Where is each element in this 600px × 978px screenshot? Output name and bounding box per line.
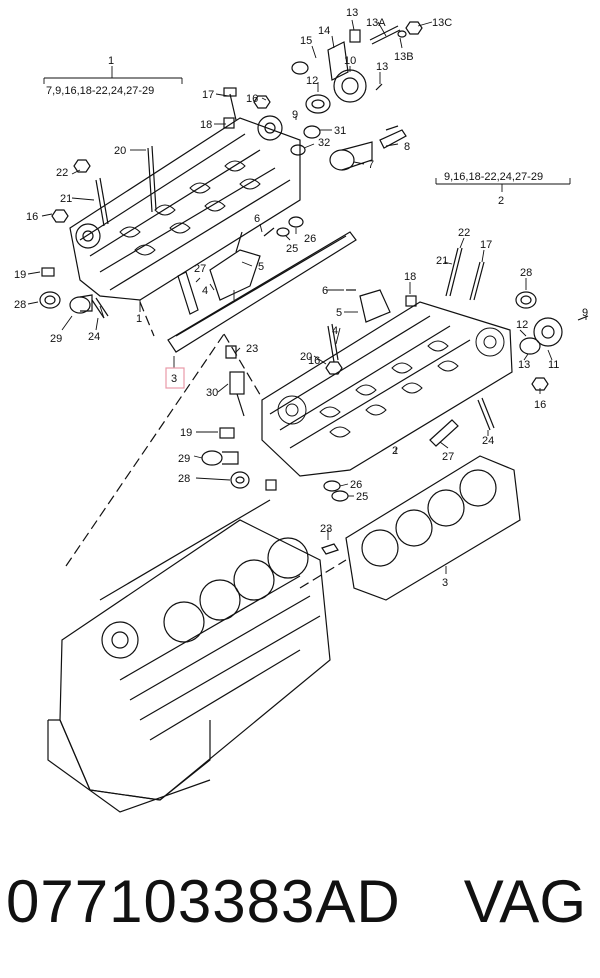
callout-r16b: 16 xyxy=(534,399,546,411)
callout-n22: 22 xyxy=(56,167,68,179)
right-head-gasket xyxy=(345,455,521,601)
callout-n16b: 16 xyxy=(26,211,38,223)
callout-n19: 19 xyxy=(14,269,26,281)
callout-r3: 3 xyxy=(442,577,448,589)
callout-r18: 18 xyxy=(404,271,416,283)
callout-n17: 17 xyxy=(202,89,214,101)
callout-r26: 26 xyxy=(350,479,362,491)
callout-r12: 12 xyxy=(516,319,528,331)
callout-n26: 26 xyxy=(304,233,316,245)
callout-r22: 22 xyxy=(458,227,470,239)
callout-r25: 25 xyxy=(356,491,368,503)
callout-n12: 12 xyxy=(306,75,318,87)
callout-n7: 7 xyxy=(368,159,374,171)
callout-labels: 1 7,9,16,18-22,24,27-29 2 9,16,18-22,24,… xyxy=(14,7,588,589)
callout-n13b: 13B xyxy=(394,51,414,63)
label-2-main: 2 xyxy=(498,195,504,207)
callout-r2: 2 xyxy=(392,445,398,457)
callout-r17: 17 xyxy=(480,239,492,251)
callout-n9: 9 xyxy=(292,109,298,121)
engine-block xyxy=(47,499,331,813)
callout-r6: 6 xyxy=(322,285,328,297)
callout-r19: 19 xyxy=(180,427,192,439)
left-small-parts xyxy=(39,87,304,417)
caption-bar: 077103383AD VAG xyxy=(0,862,600,962)
callout-n27: 27 xyxy=(194,263,206,275)
callout-n25: 25 xyxy=(286,243,298,255)
callout-n13: 13 xyxy=(346,7,358,19)
callout-n15: 15 xyxy=(300,35,312,47)
reference-lines xyxy=(65,301,347,589)
right-cylinder-head xyxy=(261,301,513,477)
callout-n32: 32 xyxy=(318,137,330,149)
callout-r24: 24 xyxy=(482,435,494,447)
callout-n18: 18 xyxy=(200,119,212,131)
leader-lines xyxy=(27,19,587,574)
right-small-parts xyxy=(201,247,589,555)
callout-n1b: 1 xyxy=(136,313,142,325)
callout-r9: 9 xyxy=(582,307,588,319)
callout-n13c: 13C xyxy=(432,17,452,29)
callout-n13r: 13 xyxy=(376,61,388,73)
callout-r28: 28 xyxy=(520,267,532,279)
callout-r29: 29 xyxy=(178,453,190,465)
callout-r4: 4 xyxy=(332,325,338,337)
callout-n16: 16 xyxy=(246,93,258,105)
callout-n5: 5 xyxy=(258,261,264,273)
callout-n14: 14 xyxy=(318,25,330,37)
callout-r11: 11 xyxy=(548,359,559,371)
callout-n23: 23 xyxy=(246,343,258,355)
callout-n30: 30 xyxy=(206,387,218,399)
callout-n4: 4 xyxy=(202,285,208,297)
label-1-main: 1 xyxy=(108,55,114,67)
callout-n8: 8 xyxy=(404,141,410,153)
callout-n10: 10 xyxy=(344,55,356,67)
callout-n29: 29 xyxy=(50,333,62,345)
callout-r5: 5 xyxy=(336,307,342,319)
label-3-boxed: 3 xyxy=(171,373,177,385)
callout-r21: 21 xyxy=(436,255,448,267)
callout-n20: 20 xyxy=(114,145,126,157)
left-head-gasket xyxy=(167,231,357,353)
part-number: 077103383AD xyxy=(6,868,401,935)
callout-r28b: 28 xyxy=(178,473,190,485)
label-2-sub: 9,16,18-22,24,27-29 xyxy=(444,171,543,183)
left-cylinder-head xyxy=(69,115,301,301)
gasket-highlight-box xyxy=(165,367,185,389)
callout-r23: 23 xyxy=(320,523,332,535)
callout-r27: 27 xyxy=(442,451,454,463)
callout-n13a: 13A xyxy=(366,17,386,29)
callout-n31: 31 xyxy=(334,125,346,137)
callout-r13: 13 xyxy=(518,359,530,371)
label-1-sub: 7,9,16,18-22,24,27-29 xyxy=(46,85,154,97)
exploded-parts-diagram: 1 7,9,16,18-22,24,27-29 2 9,16,18-22,24,… xyxy=(14,7,589,813)
callout-n6: 6 xyxy=(254,213,260,225)
callout-n21: 21 xyxy=(60,193,72,205)
callout-r16: 16 xyxy=(308,355,320,367)
brand-name: VAG xyxy=(463,868,586,935)
callout-n24: 24 xyxy=(88,331,100,343)
callout-n28: 28 xyxy=(14,299,26,311)
callout-r20: 20 xyxy=(300,351,312,363)
